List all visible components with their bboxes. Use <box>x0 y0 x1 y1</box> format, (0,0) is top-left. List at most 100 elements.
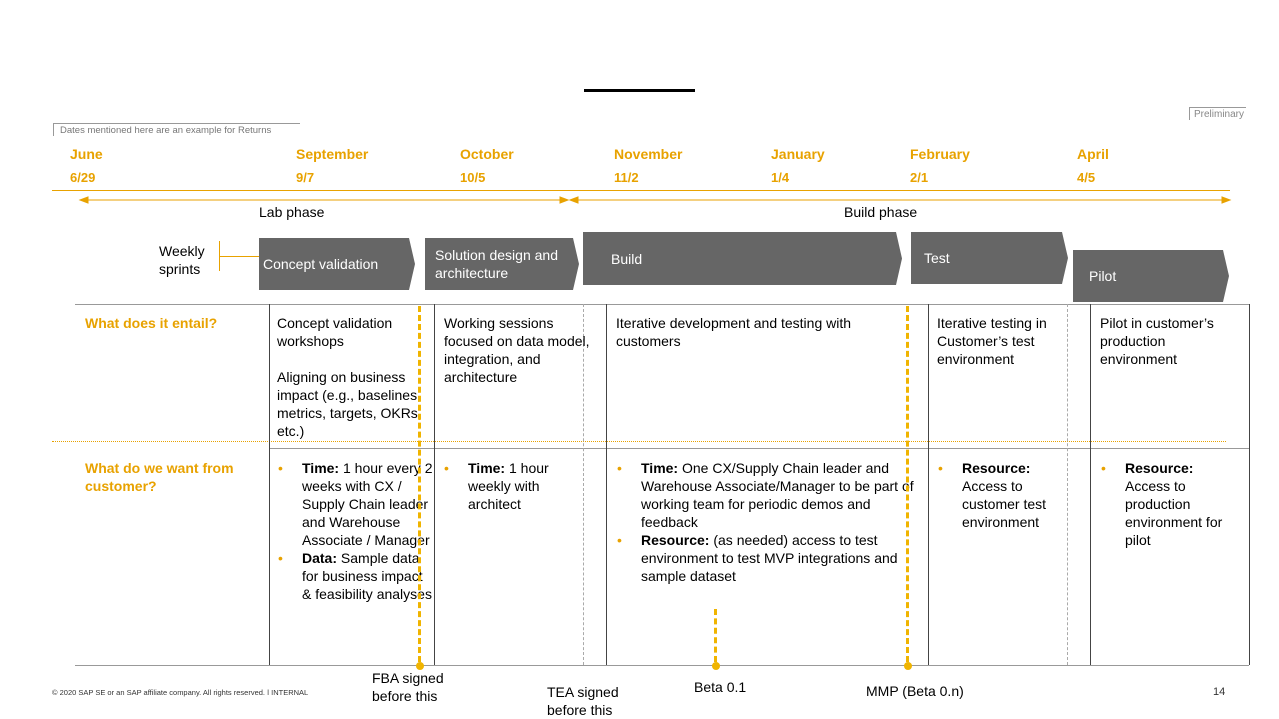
preliminary-tag: Preliminary <box>1189 107 1247 120</box>
stage-build: Build <box>583 232 902 285</box>
col-divider-5 <box>928 304 929 665</box>
weekly-connector <box>219 256 259 257</box>
date-february: 2/1 <box>910 170 929 185</box>
copyright-footer: © 2020 SAP SE or an SAP affiliate compan… <box>52 688 309 697</box>
fba-marker-line <box>418 306 421 662</box>
entail-concept-1: Concept validation workshops <box>277 315 393 349</box>
entail-pilot: Pilot in customer’s production environme… <box>1100 315 1214 367</box>
entail-test: Iterative testing in Customer’s test env… <box>937 315 1047 367</box>
want-concept-time-text: 1 hour every 2 weeks with CX / Supply Ch… <box>302 460 433 548</box>
want-test: Resource: Access to customer test enviro… <box>938 459 1066 531</box>
mmp-marker-dot <box>904 662 912 670</box>
col-divider-4 <box>606 304 607 665</box>
fba-label-1: FBA signed <box>372 670 444 686</box>
fba-label: FBA signed before this <box>372 669 444 705</box>
tea-label-2: before this <box>547 702 613 718</box>
page-number: 14 <box>1213 686 1226 698</box>
want-build: Time: One CX/Supply Chain leader and War… <box>617 459 917 585</box>
want-solution: Time: 1 hour weekly with architect <box>444 459 574 513</box>
table-row-rule <box>269 448 1249 449</box>
want-build-resource-text: (as needed) access to test environment t… <box>641 532 898 584</box>
want-solution-time-label: Time: <box>468 460 506 476</box>
want-test-resource: Resource: Access to customer test enviro… <box>938 459 1066 531</box>
table-row-divider <box>52 441 1226 442</box>
want-build-time-text: One CX/Supply Chain leader and Warehouse… <box>641 460 914 530</box>
date-april: 4/5 <box>1077 170 1096 185</box>
date-september: 9/7 <box>296 170 315 185</box>
col-divider-1 <box>269 304 270 665</box>
beta-marker-dot <box>712 662 720 670</box>
month-november: November <box>614 146 683 162</box>
month-september: September <box>296 146 369 162</box>
want-build-resource: Resource: (as needed) access to test env… <box>617 531 917 585</box>
build-arrow-right-head <box>1221 196 1232 204</box>
build-phase-label: Build phase <box>844 204 918 220</box>
beta-label: Beta 0.1 <box>694 679 747 695</box>
want-pilot: Resource: Access to production environme… <box>1101 459 1241 549</box>
mmp-marker-line <box>906 306 909 662</box>
stage-solution-label: Solution design and architecture <box>435 247 558 281</box>
weekly-line1: Weekly <box>159 243 205 259</box>
stage-test-label: Test <box>924 250 950 266</box>
want-build-time-label: Time: <box>641 460 679 476</box>
timeline-line <box>52 190 1230 191</box>
date-january: 1/4 <box>771 170 790 185</box>
want-concept-data-text: Sample data for business impact & feasib… <box>302 550 432 602</box>
month-october: October <box>460 146 514 162</box>
row-header-entail: What does it entail? <box>85 315 218 331</box>
want-pilot-resource-label: Resource: <box>1125 460 1194 476</box>
stage-build-label: Build <box>611 250 643 267</box>
fba-label-2: before this <box>372 688 438 704</box>
col-divider-6-dashed <box>1067 304 1068 665</box>
month-february: February <box>910 146 970 162</box>
tea-label-1: TEA signed <box>547 684 619 700</box>
mmp-label: MMP (Beta 0.n) <box>866 683 964 699</box>
want-concept-time: Time: 1 hour every 2 weeks with CX / Sup… <box>278 459 433 549</box>
build-arrow-left-head <box>568 196 579 204</box>
col-divider-2 <box>434 304 435 665</box>
tea-label: TEA signed before this <box>547 683 619 719</box>
entail-concept-2: Aligning on business impact (e.g., basel… <box>277 369 422 439</box>
weekly-sprints-label: Weekly sprints <box>159 242 205 278</box>
want-concept: Time: 1 hour every 2 weeks with CX / Sup… <box>278 459 433 603</box>
entail-concept: Concept validation workshops Aligning on… <box>277 314 422 440</box>
lab-arrow-left-head <box>78 196 89 204</box>
want-concept-data-label: Data: <box>302 550 338 566</box>
want-build-resource-label: Resource: <box>641 532 710 548</box>
month-january: January <box>771 146 825 162</box>
col-divider-7 <box>1090 304 1091 665</box>
stage-solution-design: Solution design and architecture <box>425 238 579 290</box>
entail-solution: Working sessions focused on data model, … <box>444 315 590 385</box>
want-solution-time-text: 1 hour weekly with architect <box>468 460 549 512</box>
table-top-rule <box>75 304 1249 305</box>
month-april: April <box>1077 146 1109 162</box>
col-divider-3-dashed <box>583 304 584 665</box>
date-november: 11/2 <box>614 170 639 185</box>
want-pilot-resource: Resource: Access to production environme… <box>1101 459 1241 549</box>
dates-note: Dates mentioned here are an example for … <box>53 123 300 136</box>
col-divider-8 <box>1249 304 1250 665</box>
stage-concept-validation: Concept validation <box>259 238 415 290</box>
want-pilot-resource-text: Access to production environment for pil… <box>1125 478 1223 548</box>
beta-marker-line <box>714 609 717 662</box>
phase-arrows <box>78 196 1232 204</box>
lab-phase-label: Lab phase <box>259 204 325 220</box>
title-underline <box>584 89 695 92</box>
date-october: 10/5 <box>460 170 486 185</box>
want-test-resource-text: Access to customer test environment <box>962 478 1047 530</box>
date-june: 6/29 <box>70 170 96 185</box>
stage-concept-label: Concept validation <box>263 256 379 272</box>
stage-pilot-label: Pilot <box>1089 268 1117 284</box>
stage-pilot: Pilot <box>1073 250 1229 302</box>
month-june: June <box>70 146 103 162</box>
row-header-want: What do we want from customer? <box>85 460 234 494</box>
want-test-resource-label: Resource: <box>962 460 1031 476</box>
table-bottom-rule <box>75 665 1249 666</box>
fba-marker-dot <box>416 662 424 670</box>
want-concept-time-label: Time: <box>302 460 340 476</box>
want-build-time: Time: One CX/Supply Chain leader and War… <box>617 459 917 531</box>
entail-build: Iterative development and testing with c… <box>616 315 852 349</box>
want-solution-time: Time: 1 hour weekly with architect <box>444 459 574 513</box>
want-concept-data: Data: Sample data for business impact & … <box>278 549 433 603</box>
lab-arrow-right-head <box>559 196 570 204</box>
